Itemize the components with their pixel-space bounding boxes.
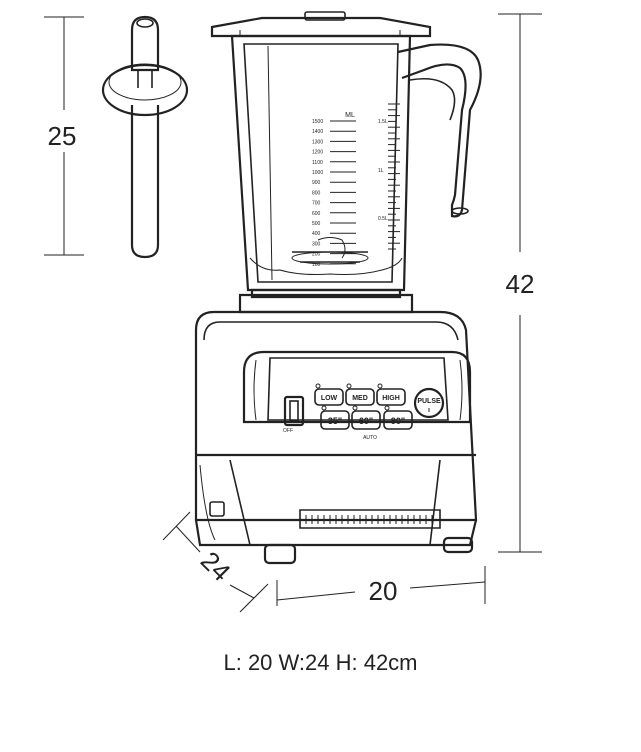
height-dimension: 42: [498, 13, 542, 553]
speed-button-label: MED: [352, 395, 368, 402]
liter-label: 1L: [378, 168, 384, 174]
timer-button[interactable]: 60": [351, 405, 381, 430]
ml-tick-label: 900: [312, 180, 321, 186]
pulse-button[interactable]: PULSE II: [413, 387, 445, 419]
jar-handle: [397, 43, 482, 218]
tamper-height-label: 25: [48, 121, 77, 151]
pulse-button-sub: II: [428, 408, 431, 414]
timer-button[interactable]: 35": [320, 405, 350, 430]
ml-tick-label: 300: [312, 241, 321, 247]
auto-label: AUTO: [363, 435, 377, 441]
ml-tick-label: 800: [312, 190, 321, 196]
tamper-dimension: 25: [44, 16, 84, 256]
ml-tick-label: 400: [312, 231, 321, 237]
ml-tick-label: 200: [312, 252, 321, 258]
timer-button-label: 35": [328, 416, 342, 426]
tamper: [101, 15, 189, 259]
power-switch-label: OFF: [283, 428, 293, 434]
jar: [230, 34, 414, 314]
width-label: 20: [369, 576, 398, 606]
right-scale: 1.5L 1L 0.5L: [378, 103, 400, 250]
motor-base: [194, 310, 478, 547]
speed-button-label: HIGH: [382, 395, 400, 402]
speed-button-high[interactable]: HIGH: [376, 383, 406, 406]
timer-button-label: 90": [391, 416, 405, 426]
ml-tick-label: 1200: [312, 150, 323, 156]
liter-label: 0.5L: [378, 216, 388, 222]
timer-button-label: 60": [359, 416, 373, 426]
timer-button[interactable]: 90": [383, 405, 413, 430]
ml-scale: 1500 1400 1300 1200 1100 1000 900 800 700 600 500 4…: [312, 119, 356, 268]
ml-tick-label: 1500: [312, 119, 323, 125]
ml-tick-label: 1100: [312, 160, 323, 166]
pulse-button-label: PULSE: [417, 398, 441, 405]
ml-tick-label: 1300: [312, 139, 323, 145]
speed-button-label: LOW: [321, 395, 338, 402]
depth-dimension: 24: [162, 511, 269, 613]
control-panel: [242, 350, 472, 424]
ml-tick-label: 500: [312, 221, 321, 227]
ml-unit-label: ML: [345, 112, 355, 119]
ml-tick-label: 100: [312, 262, 321, 268]
ml-tick-label: 600: [312, 211, 321, 217]
speed-button-low[interactable]: LOW: [314, 383, 344, 406]
dimensions-caption: L: 20 W:24 H: 42cm: [223, 650, 418, 675]
timer-buttons: 35" 60" 90": [320, 405, 413, 430]
speed-buttons: LOW MED HIGH: [314, 383, 406, 406]
ml-tick-label: 1400: [312, 129, 323, 135]
vent-grille: [299, 509, 441, 529]
depth-label: 24: [195, 545, 237, 587]
jar-lid: [210, 11, 432, 38]
ml-tick-label: 700: [312, 201, 321, 207]
power-switch[interactable]: OFF: [283, 395, 305, 434]
width-dimension: 20: [276, 566, 486, 606]
ml-tick-label: 1000: [312, 170, 323, 176]
speed-button-med[interactable]: MED: [345, 383, 375, 406]
liter-label: 1.5L: [378, 119, 388, 125]
total-height-label: 42: [506, 269, 535, 299]
feet: [209, 501, 474, 565]
